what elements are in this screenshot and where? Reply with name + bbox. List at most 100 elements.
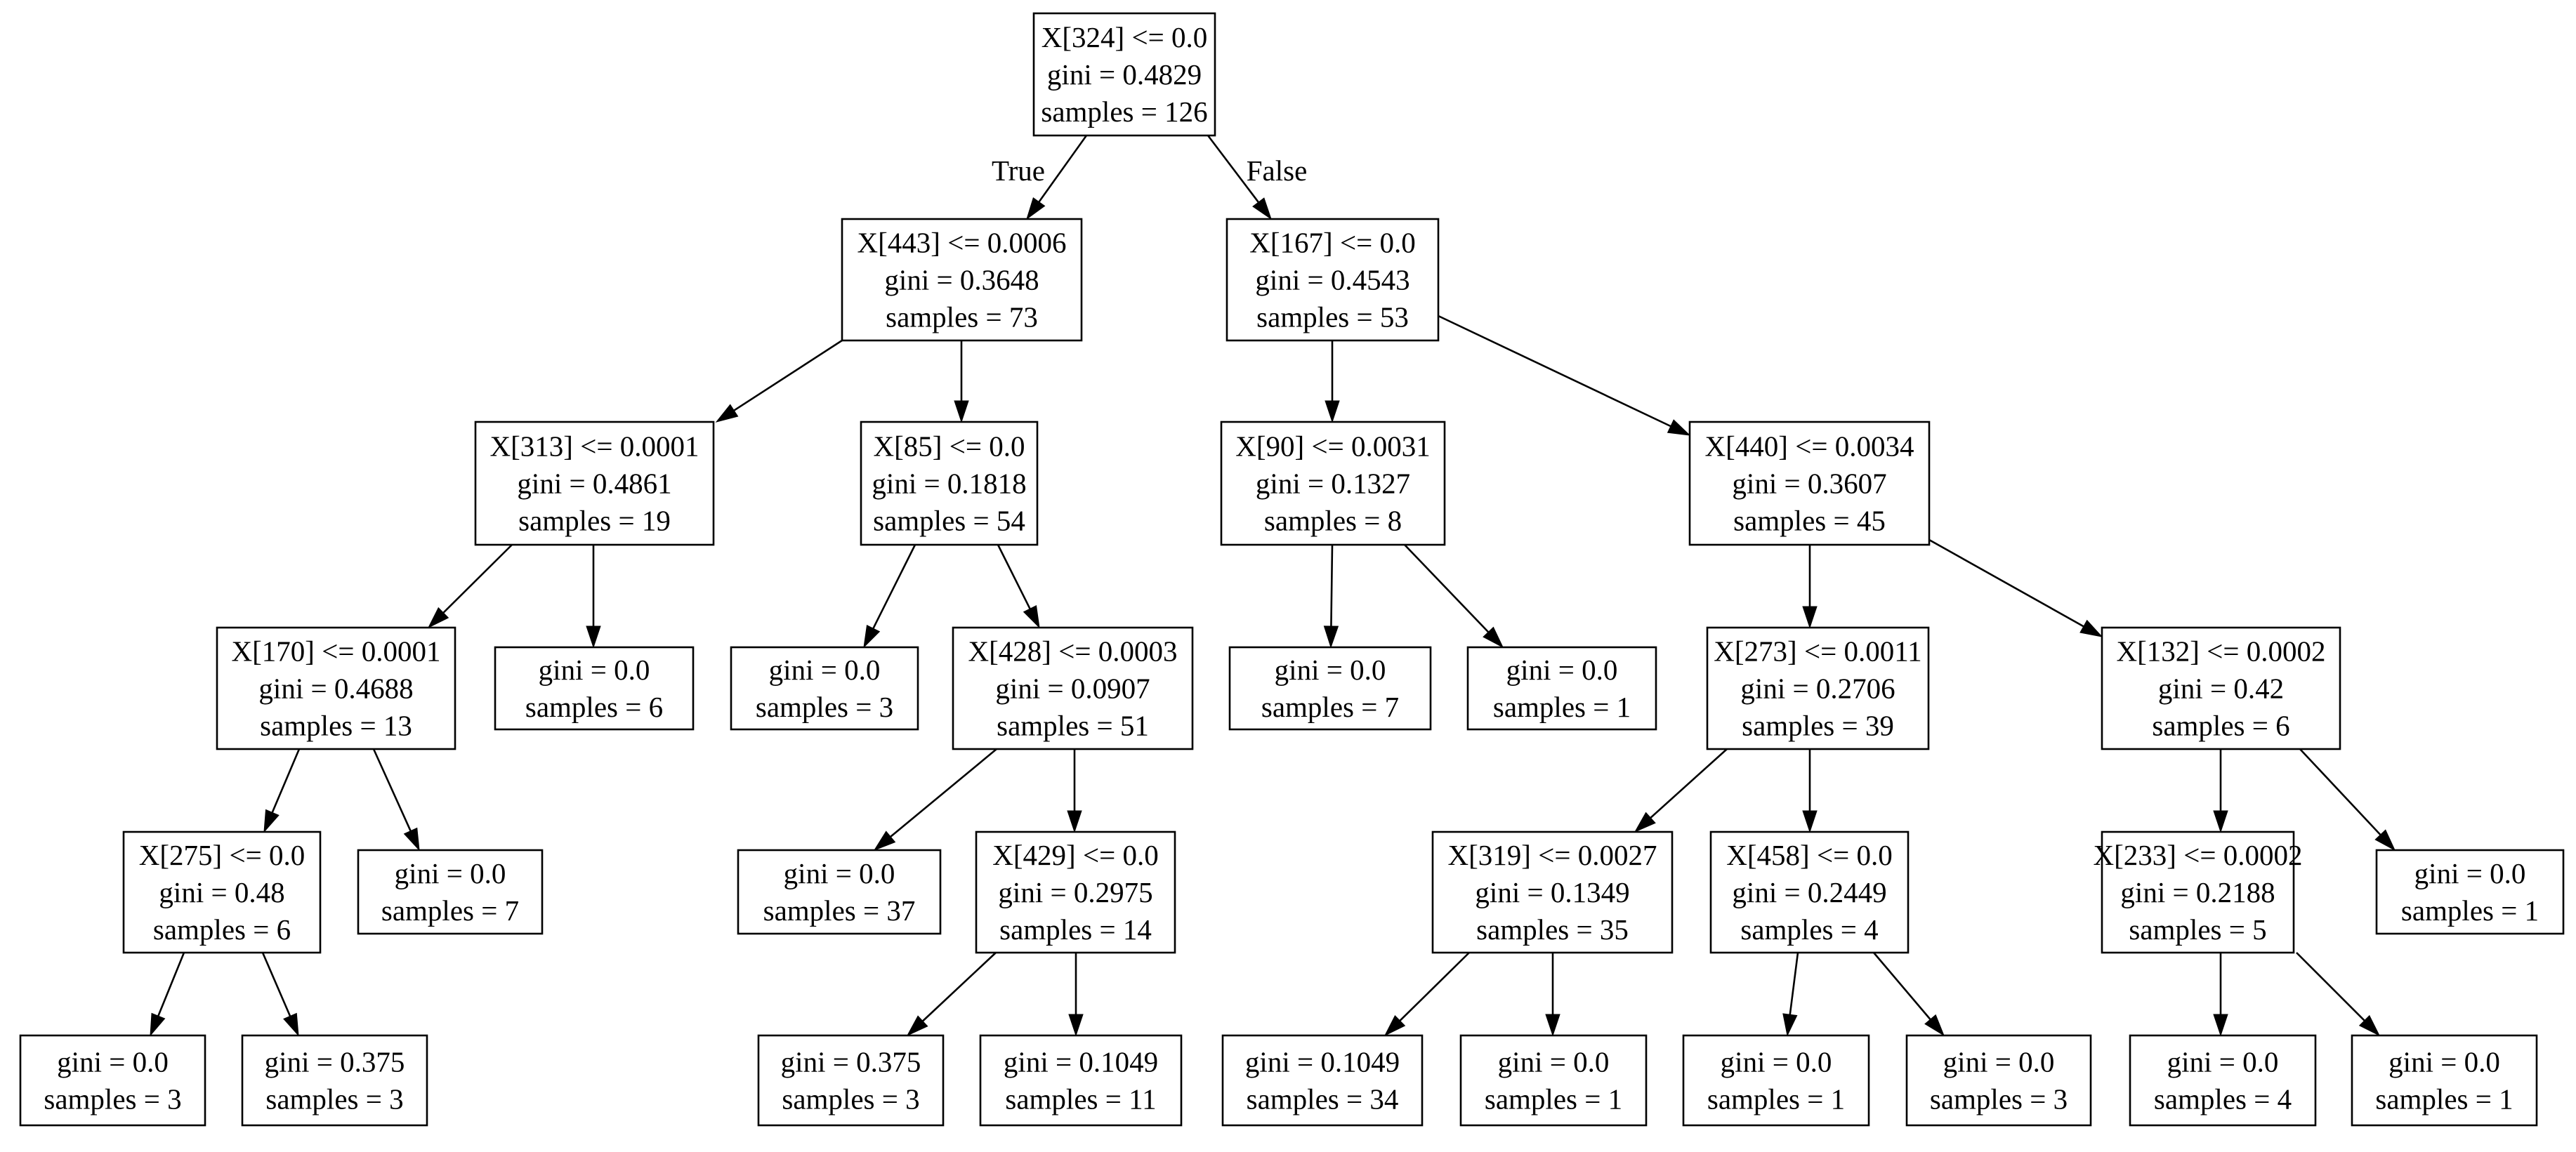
arrowhead-icon <box>1067 810 1082 833</box>
node-gini: gini = 0.0 <box>769 654 881 686</box>
tree-edge <box>2299 748 2396 852</box>
node-box <box>979 1034 1183 1127</box>
node-box <box>1905 1034 2092 1127</box>
tree-edge <box>1782 952 1799 1037</box>
arrowhead-icon <box>2213 810 2228 833</box>
node-box <box>474 421 715 546</box>
node-samples: samples = 45 <box>1733 505 1886 537</box>
node-box <box>494 646 695 731</box>
tree-leaf-node: gini = 0.1049 samples = 11 <box>979 1034 1183 1127</box>
node-samples: samples = 51 <box>997 710 1149 742</box>
arrowhead-icon <box>427 607 449 629</box>
node-gini: gini = 0.0 <box>1275 654 1386 686</box>
node-box <box>730 646 919 731</box>
arrowhead-icon <box>715 404 739 423</box>
node-samples: samples = 11 <box>1005 1083 1156 1115</box>
edge-line <box>1873 952 1931 1020</box>
tree-edge <box>261 952 299 1037</box>
node-gini: gini = 0.0 <box>57 1046 169 1078</box>
arrowhead-icon <box>1323 625 1339 649</box>
edge-line <box>261 952 291 1017</box>
arrowhead-icon <box>1545 1014 1560 1037</box>
node-box <box>1431 830 1674 954</box>
node-split-rule: X[275] <= 0.0 <box>139 839 305 871</box>
arrowhead-icon <box>1802 810 1818 833</box>
tree-edge <box>906 952 997 1037</box>
node-samples: samples = 7 <box>1261 691 1399 723</box>
node-gini: gini = 0.0 <box>2414 857 2526 889</box>
tree-edge <box>1384 952 1470 1037</box>
node-split-rule: X[273] <= 0.0011 <box>1714 635 1921 668</box>
arrowhead-icon <box>906 1015 928 1037</box>
arrowhead-icon <box>863 624 881 649</box>
node-box <box>1706 626 1930 750</box>
node-gini: gini = 0.4543 <box>1255 264 1409 296</box>
node-gini: gini = 0.0 <box>1498 1046 1610 1078</box>
tree-edge: False <box>1207 135 1308 220</box>
edge-line <box>890 748 997 837</box>
arrowhead-icon <box>873 830 896 852</box>
node-gini: gini = 0.0 <box>784 857 895 889</box>
tree-edge <box>1067 749 1082 833</box>
arrowhead-icon <box>1634 812 1656 833</box>
node-box <box>2101 626 2341 750</box>
edge-line <box>157 952 185 1017</box>
edge-label: True <box>992 154 1045 187</box>
node-gini: gini = 0.0 <box>395 857 506 889</box>
node-split-rule: X[132] <= 0.0002 <box>2117 635 2326 668</box>
edge-label: False <box>1247 154 1308 187</box>
node-box <box>1682 1034 1870 1127</box>
node-box <box>1032 12 1216 137</box>
edge-line <box>1038 135 1088 203</box>
node-box <box>1459 1034 1648 1127</box>
tree-edge <box>954 340 969 423</box>
node-samples: samples = 3 <box>756 691 893 723</box>
node-samples: samples = 1 <box>1707 1083 1845 1115</box>
node-samples: samples = 54 <box>873 505 1025 537</box>
node-box <box>1709 830 1910 954</box>
node-gini: gini = 0.1049 <box>1004 1046 1158 1078</box>
node-samples: samples = 4 <box>2154 1083 2292 1115</box>
node-box <box>841 218 1083 342</box>
arrowhead-icon <box>1325 400 1340 423</box>
node-box <box>1220 421 1446 546</box>
node-gini: gini = 0.4861 <box>517 468 671 500</box>
edge-line <box>1207 135 1259 203</box>
tree-edge <box>715 339 843 423</box>
node-samples: samples = 3 <box>782 1083 919 1115</box>
arrowhead-icon <box>586 625 601 649</box>
tree-edge <box>1802 545 1818 629</box>
arrowhead-icon <box>1026 197 1046 220</box>
node-gini: gini = 0.2188 <box>2120 876 2275 908</box>
node-box <box>1221 1034 1424 1127</box>
node-box <box>1466 646 1657 731</box>
arrowhead-icon <box>1252 197 1272 220</box>
node-gini: gini = 0.0 <box>2167 1046 2279 1078</box>
tree-edge <box>263 748 301 833</box>
edge-line <box>733 339 843 411</box>
tree-edge <box>997 544 1040 629</box>
node-gini: gini = 0.0 <box>1506 654 1618 686</box>
node-samples: samples = 3 <box>265 1083 403 1115</box>
tree-edge <box>1404 544 1504 649</box>
tree-edge <box>1438 315 1691 436</box>
node-split-rule: X[167] <= 0.0 <box>1249 227 1415 259</box>
node-box <box>2101 830 2295 954</box>
edge-line <box>1928 538 2084 628</box>
edge-line <box>1438 315 1671 428</box>
node-gini: gini = 0.1818 <box>872 468 1026 500</box>
node-samples: samples = 14 <box>999 913 1152 946</box>
arrowhead-icon <box>1384 1014 1406 1037</box>
tree-edge <box>1325 340 1340 423</box>
